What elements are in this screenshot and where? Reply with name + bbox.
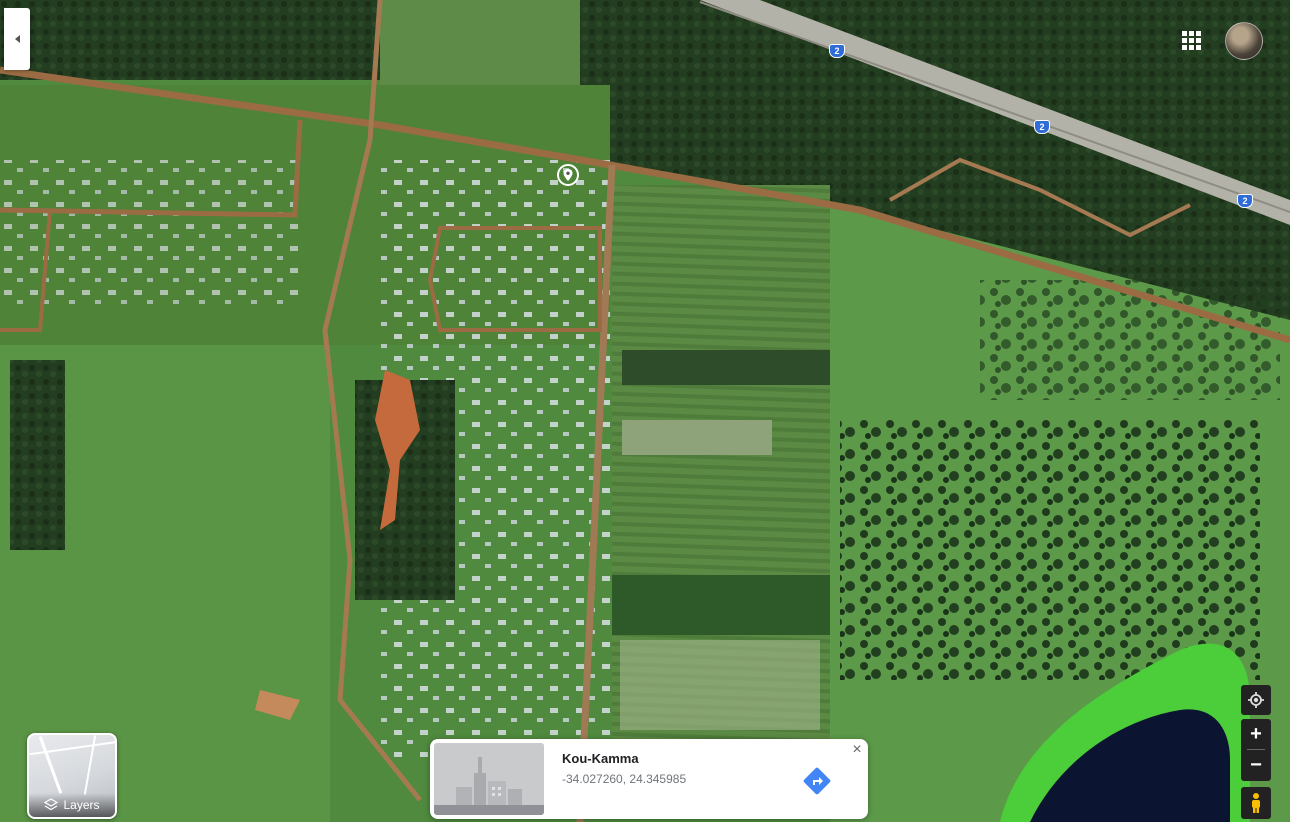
city-illustration: [434, 743, 544, 815]
layers-icon: [44, 798, 59, 811]
place-info-card[interactable]: Kou-Kamma -34.027260, 24.345985 ×: [430, 739, 868, 819]
apps-grid-icon[interactable]: [1180, 29, 1202, 51]
layers-label-row: Layers: [29, 793, 115, 817]
place-pin-icon[interactable]: [557, 164, 579, 186]
layers-button[interactable]: Layers: [27, 733, 117, 819]
account-avatar[interactable]: [1225, 22, 1263, 60]
highway-shield: 2: [829, 44, 845, 58]
zoom-controls: + −: [1241, 719, 1271, 781]
zoom-out-button[interactable]: −: [1250, 753, 1262, 776]
highway-shield: 2: [1237, 194, 1253, 208]
zoom-in-button[interactable]: +: [1250, 722, 1262, 745]
street-view-pegman-button[interactable]: [1241, 787, 1271, 819]
collapse-side-panel-button[interactable]: [4, 8, 30, 70]
close-card-button[interactable]: ×: [852, 741, 862, 758]
directions-icon: [803, 767, 831, 795]
place-thumbnail[interactable]: [434, 743, 544, 815]
chevron-left-icon: [14, 35, 20, 43]
pegman-icon: [1252, 793, 1260, 813]
my-location-icon: [1248, 692, 1264, 708]
layers-label: Layers: [63, 798, 100, 812]
place-coordinates: -34.027260, 24.345985: [562, 772, 687, 786]
place-title: Kou-Kamma: [562, 751, 639, 766]
zoom-divider: [1247, 749, 1265, 750]
directions-button[interactable]: [802, 766, 832, 796]
my-location-button[interactable]: [1241, 685, 1271, 715]
highway-shield: 2: [1034, 120, 1050, 134]
